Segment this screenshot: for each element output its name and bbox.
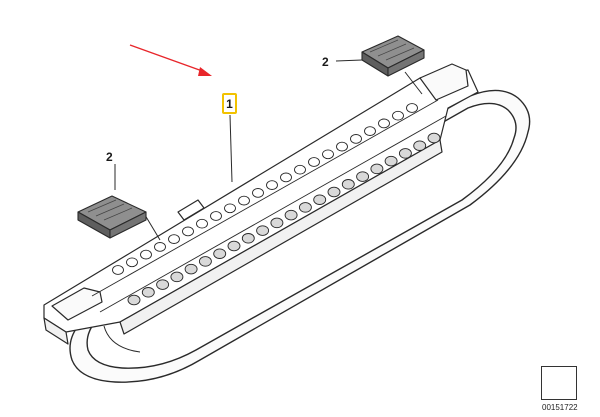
- leader-lines: [114, 59, 423, 241]
- led-hole: [336, 141, 348, 152]
- led-hole: [280, 172, 292, 183]
- led-hole: [256, 225, 270, 236]
- led-hole: [284, 209, 298, 221]
- led-hole: [266, 180, 278, 190]
- led-hole: [406, 103, 418, 113]
- led-hole: [224, 203, 236, 214]
- red-arrow-icon: [129, 44, 212, 76]
- led-hole: [238, 195, 250, 206]
- led-hole: [364, 126, 376, 136]
- led-hole: [427, 132, 441, 144]
- led-hole: [241, 233, 255, 244]
- led-hole: [398, 148, 412, 159]
- led-hole: [127, 294, 141, 306]
- reference-box: [541, 366, 577, 400]
- led-hole: [378, 118, 390, 129]
- led-hole: [327, 186, 341, 198]
- led-hole: [252, 188, 264, 198]
- led-hole: [356, 171, 370, 182]
- led-row-lower: [127, 132, 441, 306]
- led-hole: [196, 218, 208, 229]
- reference-number: 00151722: [542, 403, 578, 412]
- led-hole: [227, 240, 241, 252]
- led-hole: [213, 248, 227, 259]
- callout-1: 1: [222, 93, 237, 114]
- led-hole: [341, 179, 355, 190]
- adhesive-pad-upper: [361, 35, 425, 77]
- led-hole: [198, 256, 212, 267]
- led-hole: [170, 271, 184, 283]
- led-row-upper: [112, 103, 418, 275]
- led-hole: [140, 249, 152, 260]
- led-hole: [298, 202, 312, 213]
- callout-2-lower: 2: [106, 150, 113, 164]
- led-hole: [168, 234, 180, 244]
- led-hole: [350, 134, 362, 144]
- led-hole: [126, 257, 138, 268]
- led-hole: [141, 287, 155, 298]
- led-hole: [182, 226, 194, 237]
- led-hole: [156, 279, 170, 290]
- led-hole: [112, 265, 124, 275]
- led-hole: [313, 194, 327, 205]
- led-hole: [294, 164, 306, 175]
- adhesive-pad-lower: [77, 195, 147, 239]
- led-hole: [184, 263, 198, 275]
- callout-2-upper: 2: [322, 55, 329, 69]
- led-hole: [384, 155, 398, 167]
- led-hole: [154, 242, 166, 252]
- led-hole: [370, 163, 384, 175]
- led-hole: [210, 211, 222, 221]
- led-hole: [308, 157, 320, 167]
- led-hole: [413, 140, 427, 151]
- led-hole: [270, 217, 284, 229]
- led-hole: [322, 149, 334, 160]
- lens-housing: [69, 89, 531, 383]
- led-hole: [392, 110, 404, 121]
